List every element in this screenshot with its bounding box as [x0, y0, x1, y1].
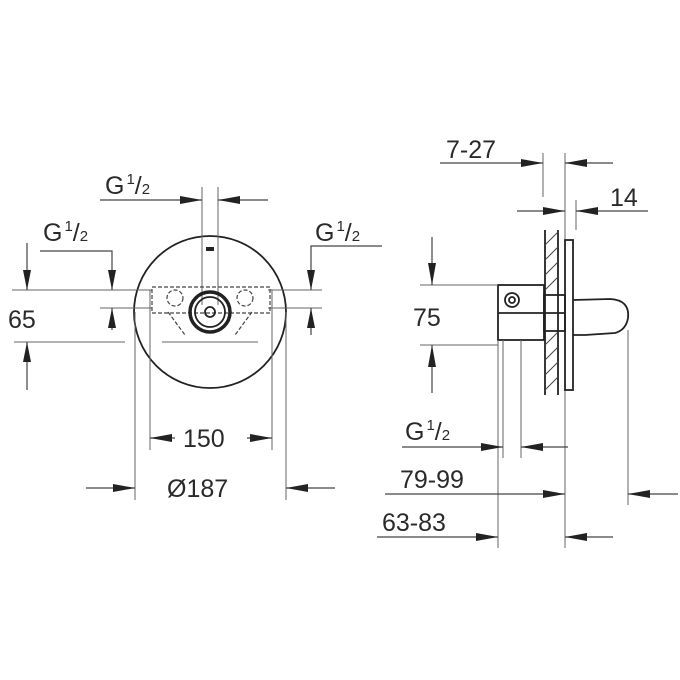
- cover-plate-side: [564, 239, 574, 391]
- label-depth-63-83: 63-83: [382, 509, 446, 537]
- handle: [572, 298, 630, 336]
- cartridge-outer: [188, 290, 232, 334]
- label-depth-7-27: 7-27: [446, 136, 496, 164]
- label-plate-14: 14: [610, 184, 638, 212]
- label-diameter-187: Ø187: [167, 475, 228, 503]
- cover-plate-circle: [133, 235, 287, 389]
- label-width-150: 150: [183, 425, 225, 453]
- label-height-65: 65: [8, 306, 36, 334]
- label-height-75: 75: [413, 304, 441, 332]
- label-depth-79-99: 79-99: [400, 466, 464, 494]
